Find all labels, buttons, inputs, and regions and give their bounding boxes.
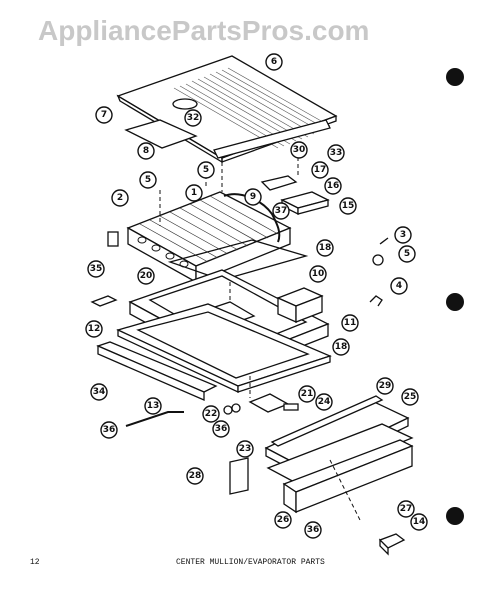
page-number: 12 — [30, 558, 40, 567]
insulation-pad — [167, 239, 309, 281]
callout-label: 36 — [215, 424, 228, 434]
mounting-plate — [229, 457, 249, 495]
screw-part — [372, 254, 384, 266]
clip-part — [107, 231, 119, 247]
callout-label: 36 — [307, 525, 320, 535]
small-cover-panel — [124, 119, 198, 149]
callout-label: 17 — [314, 165, 327, 175]
callout-label: 28 — [189, 471, 202, 481]
mullion-frame — [116, 303, 332, 394]
callout-label: 5 — [203, 165, 209, 175]
hinge-pin — [283, 403, 299, 411]
callout-label: 32 — [187, 113, 200, 123]
callout-label: 5 — [145, 175, 151, 185]
callout-label: 10 — [312, 269, 325, 279]
callout-label: 34 — [93, 387, 106, 397]
callout-label: 24 — [318, 397, 331, 407]
callout-label: 22 — [205, 409, 218, 419]
callout-label: 18 — [319, 243, 332, 253]
shelf-strip — [270, 395, 384, 447]
binder-hole-bottom — [446, 507, 464, 525]
pan-bracket — [90, 295, 118, 307]
front-panel-top — [266, 423, 414, 485]
callout-label: 14 — [413, 517, 426, 527]
callout-label: 11 — [344, 318, 357, 328]
callout-label: 13 — [147, 401, 160, 411]
callout-label: 5 — [404, 249, 410, 259]
callout-label: 23 — [239, 444, 252, 454]
callout-label: 26 — [277, 515, 290, 525]
callout-label: 30 — [293, 145, 306, 155]
callout-label: 35 — [90, 264, 103, 274]
callout-label: 1 — [191, 188, 197, 198]
callout-label: 21 — [301, 389, 314, 399]
binder-hole-top — [446, 68, 464, 86]
mount-bracket — [260, 175, 298, 191]
callout-label: 29 — [379, 381, 392, 391]
callout-label: 15 — [342, 201, 355, 211]
callout-label: 6 — [271, 57, 277, 67]
binder-hole-middle — [446, 293, 464, 311]
callout-label: 2 — [117, 193, 123, 203]
callout-label: 8 — [143, 146, 149, 156]
spring-clip — [369, 295, 383, 307]
callout-label: 7 — [101, 110, 107, 120]
front-trim-strip — [213, 119, 331, 159]
wire-lead — [125, 411, 184, 427]
callout-label: 36 — [103, 425, 116, 435]
callout-label: 18 — [335, 342, 348, 352]
watermark-text: AppliancePartsPros.com — [38, 15, 369, 46]
diagram-caption: CENTER MULLION/EVAPORATOR PARTS — [176, 558, 325, 567]
hinge-bracket — [248, 393, 290, 413]
callout-label: 33 — [330, 148, 343, 158]
callout-label: 37 — [275, 206, 288, 216]
callout-label: 12 — [88, 324, 101, 334]
callout-group: 6 7 32 8 33 5 30 17 5 1 9 16 2 37 15 3 1… — [85, 53, 428, 539]
callout-label: 25 — [404, 392, 417, 402]
callout-label: 4 — [396, 281, 402, 291]
callout-label: 9 — [250, 192, 256, 202]
nut-part — [223, 405, 233, 415]
callout-label: 27 — [400, 504, 413, 514]
evaporator-coil — [126, 191, 292, 284]
callout-label: 16 — [327, 181, 340, 191]
callout-label: 3 — [400, 230, 406, 240]
callout-label: 20 — [140, 271, 153, 281]
